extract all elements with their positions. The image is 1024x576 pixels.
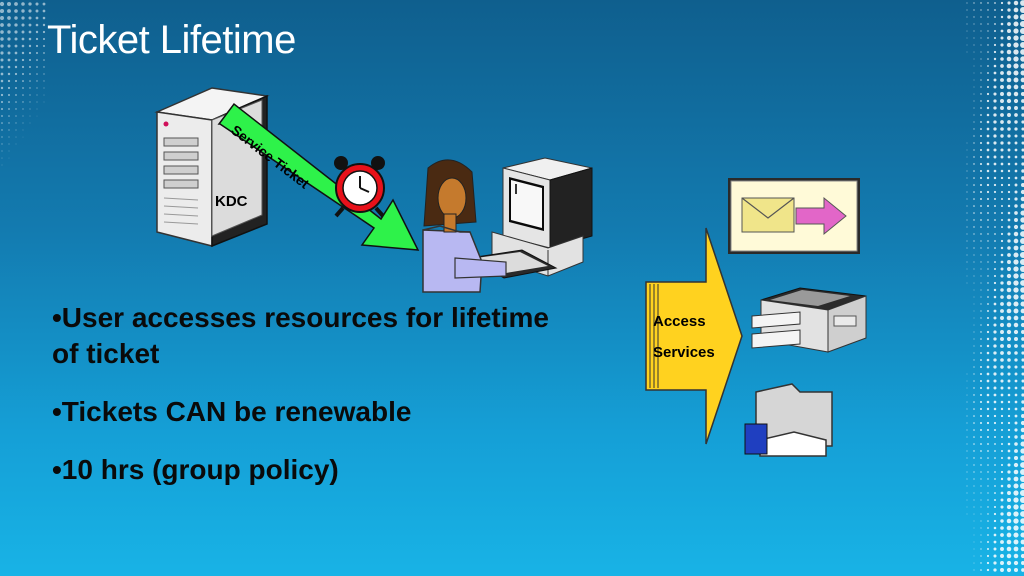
access-label-line2: Services — [653, 344, 715, 361]
slide-title: Ticket Lifetime — [47, 18, 296, 62]
kdc-label: KDC — [215, 193, 248, 210]
server-icon — [154, 87, 270, 248]
access-label-line1: Access — [653, 313, 706, 330]
bullet-item: •Tickets CAN be renewable — [52, 396, 412, 427]
bullet-item: •User accesses resources for lifetime of… — [52, 302, 549, 369]
shared-folder-icon — [744, 383, 833, 457]
alarm-clock-icon — [334, 156, 385, 218]
printer-icon — [751, 287, 867, 353]
email-icon — [728, 178, 860, 254]
bullet-list: •User accesses resources for lifetime of… — [52, 300, 572, 510]
user-at-computer-icon — [422, 157, 593, 293]
access-services-arrow — [645, 227, 743, 445]
bullet-item: •10 hrs (group policy) — [52, 454, 339, 485]
